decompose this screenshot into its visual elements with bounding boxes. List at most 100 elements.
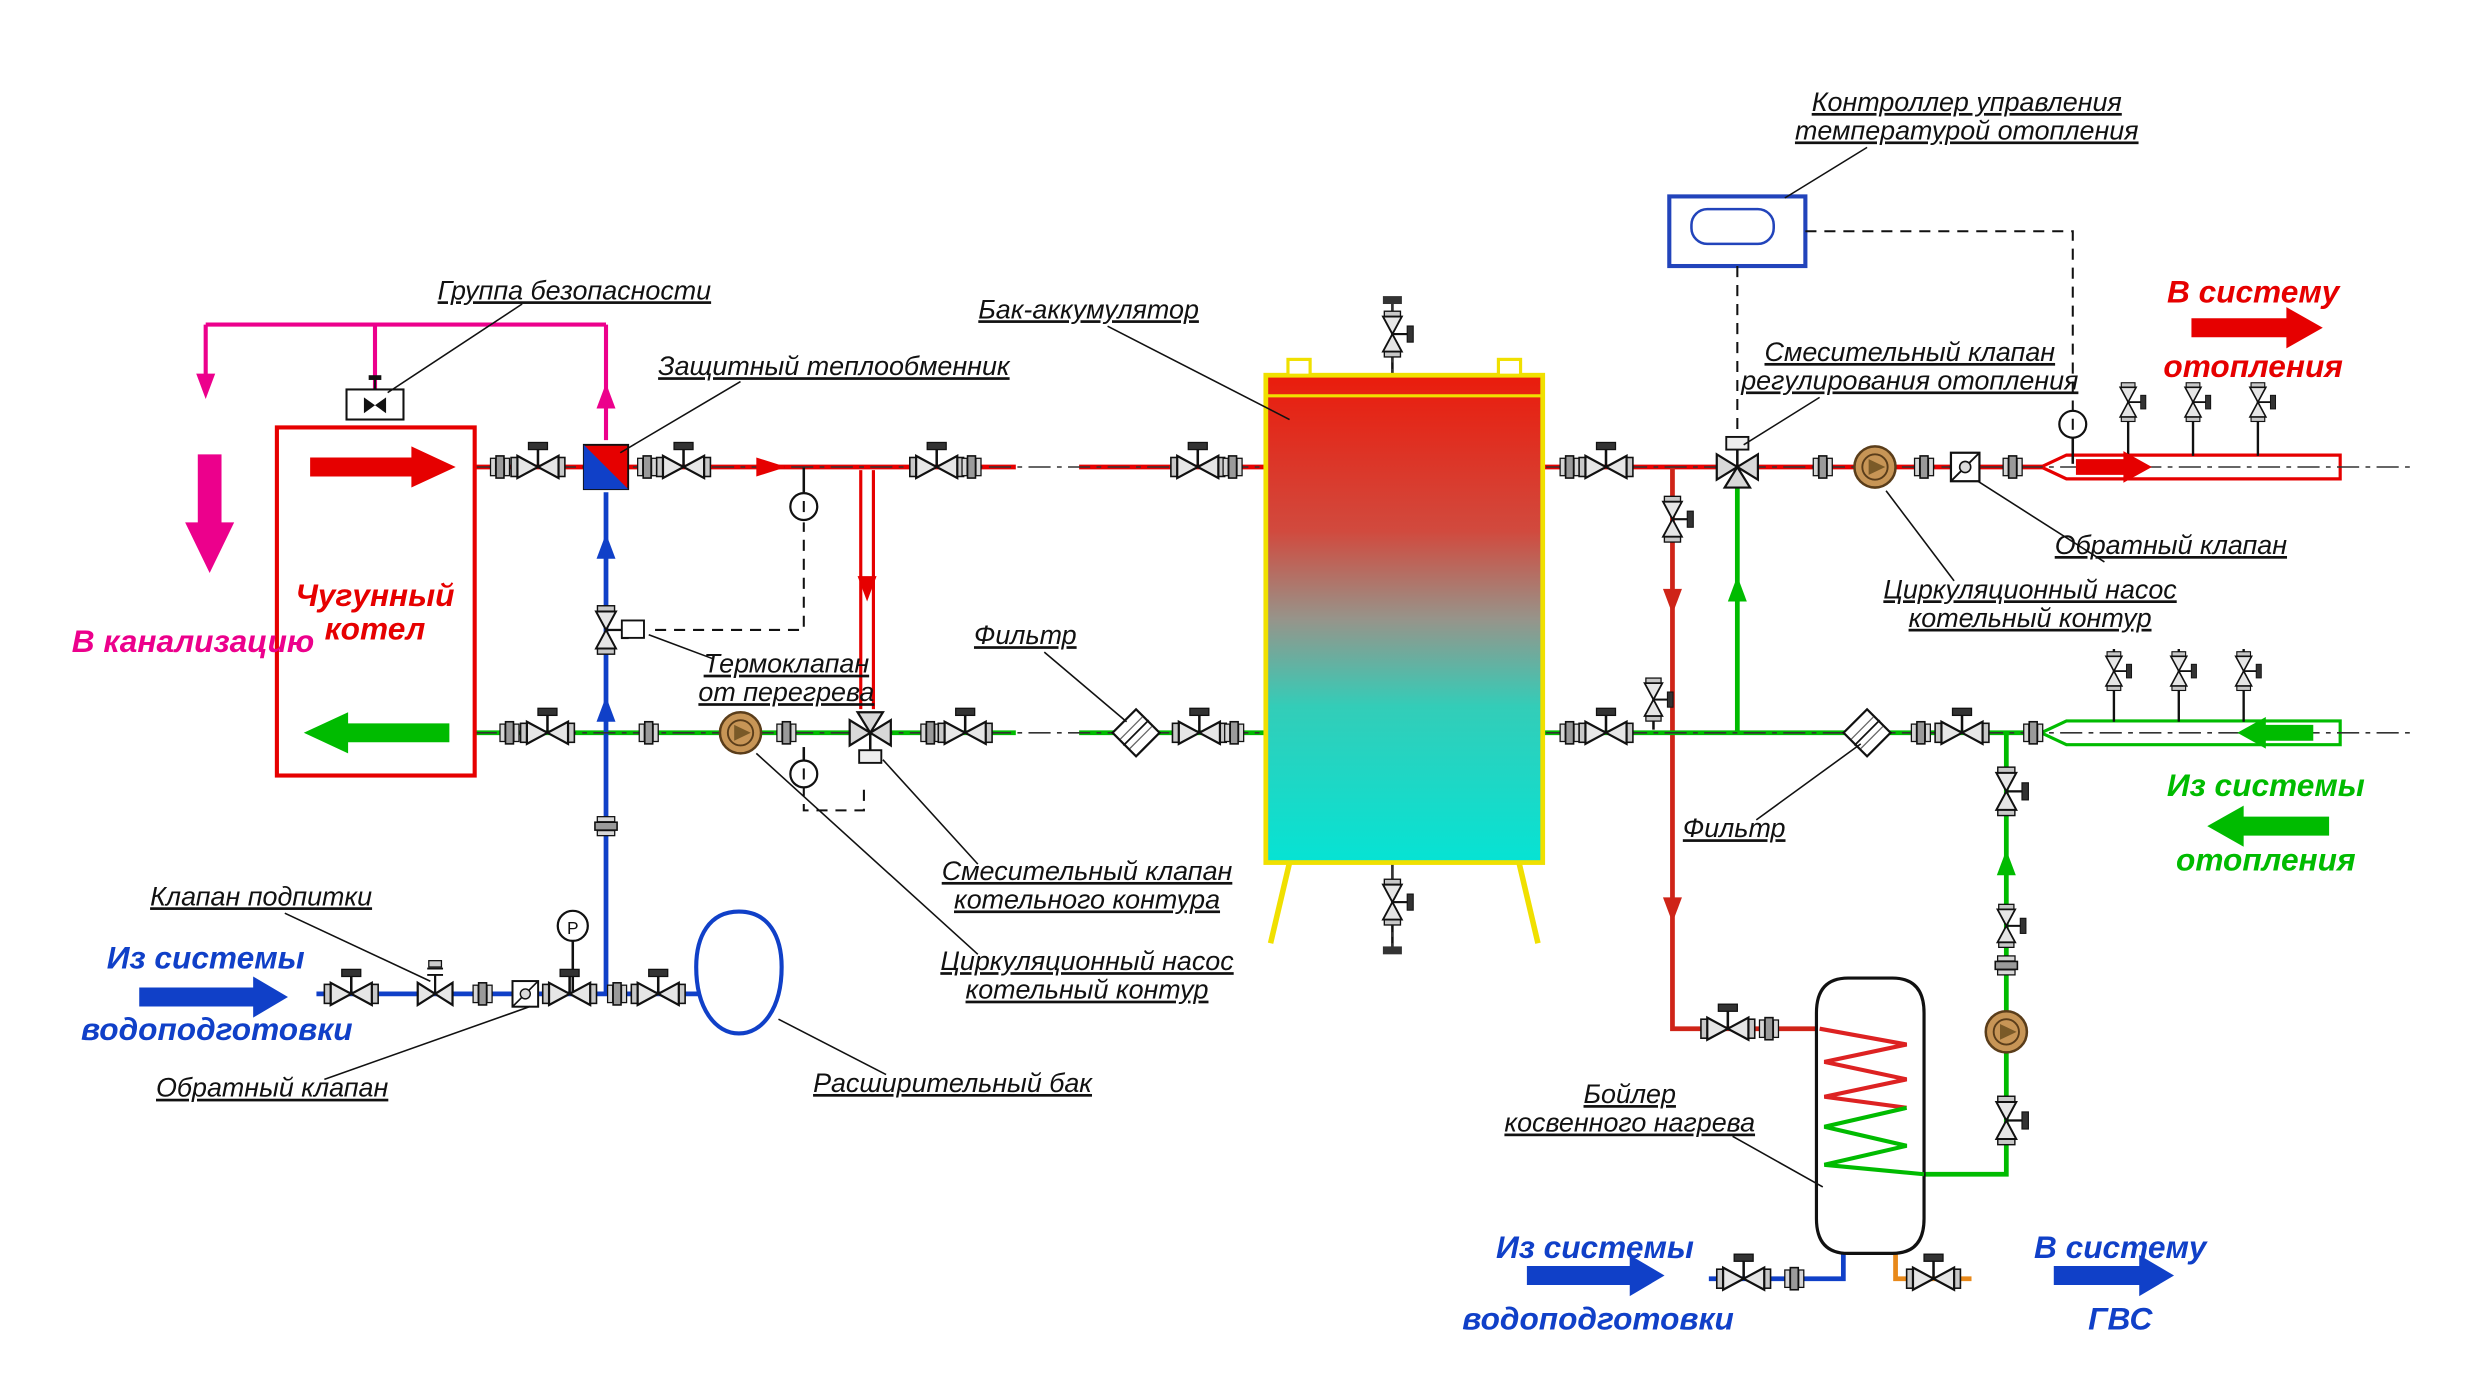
coil-hot-section (1819, 1026, 1908, 1110)
label-to-heating-2: отопления (2163, 348, 2343, 384)
return-pipe (474, 487, 2045, 1177)
sewer-block-arrow (185, 454, 235, 574)
text-labels: Группа безопасности В канализацию Чугунн… (72, 87, 2365, 1336)
ball-valve-icon (655, 441, 712, 480)
ball-valve-icon (509, 441, 567, 480)
union-icon (776, 720, 797, 745)
ball-valve-icon (630, 968, 687, 1007)
dhw-outlet-arrow (2053, 1254, 2175, 1297)
union-icon (961, 455, 982, 479)
flow-arrow (1662, 897, 1682, 923)
union-icon (1223, 720, 1245, 745)
pump-icon (1984, 1010, 2029, 1054)
thermometer-icon (2058, 409, 2088, 439)
flow-arrow (596, 533, 616, 559)
ball-valve-icon (2119, 381, 2147, 423)
label-to-heating-1: В систему (2167, 273, 2341, 309)
cast-iron-boiler (274, 425, 477, 778)
pressure-gauge-icon (556, 909, 589, 942)
union-icon (499, 720, 520, 745)
label-to-sewer: В канализацию (72, 623, 315, 659)
supply-risers (2119, 381, 2277, 456)
temperature-controller (1667, 194, 1808, 269)
label-pump-right-1: Циркуляционный насос (1883, 574, 2177, 604)
sewer-pipe (203, 322, 609, 441)
flow-arrow (1662, 588, 1682, 615)
ball-valve-icon (1381, 310, 1415, 359)
label-from-water2-2: водоподготовки (1462, 1300, 1734, 1336)
to-heating-arrow (2191, 307, 2323, 349)
boiler-supply-arrow (310, 446, 456, 488)
return-risers (2105, 648, 2263, 722)
leader-lines (284, 146, 2105, 1188)
flow-arrow (2075, 451, 2152, 483)
safety-group (345, 375, 405, 421)
check-valve-icon (1949, 451, 1981, 483)
union-icon (1812, 455, 1834, 479)
flow-arrow (1727, 576, 1747, 602)
fittings (323, 310, 2277, 1292)
tank-nozzle-right (1496, 357, 1523, 377)
mixing-valve-icon (848, 710, 893, 765)
makeup-valve-icon (416, 959, 454, 1007)
flow-arrows (139, 307, 2330, 1297)
label-accumulator: Бак-аккумулятор (978, 294, 1199, 324)
label-boiler-2: котел (325, 610, 426, 646)
label-from-water-2: водоподготовки (81, 1011, 353, 1047)
union-icon (636, 455, 658, 479)
label-pump-left-1: Циркуляционный насос (940, 946, 1234, 976)
cold-inlet-arrow (1526, 1254, 1665, 1297)
union-icon (2022, 720, 2044, 745)
ball-valve-icon (1171, 707, 1228, 746)
ball-valve-icon (2105, 650, 2133, 692)
label-mix-heating-2: регулирования отопления (1740, 365, 2078, 395)
label-makeup-valve: Клапан подпитки (150, 881, 372, 911)
ball-valve-icon (908, 441, 965, 480)
label-controller-1: Контроллер управления (1812, 87, 2122, 117)
ball-valve-icon (2169, 650, 2198, 692)
ball-valve-icon (1169, 441, 1226, 480)
label-check-right: Обратный клапан (2055, 530, 2288, 560)
union-icon (2002, 455, 2023, 479)
union-icon (606, 982, 628, 1006)
flow-arrow (596, 696, 616, 722)
tank-bottom-cap (1382, 946, 1402, 955)
label-check-left: Обратный клапан (156, 1073, 389, 1103)
ball-valve-icon (1715, 1252, 1772, 1292)
label-to-dhw-2: ГВС (2088, 1300, 2153, 1336)
control-wiring (655, 230, 2074, 812)
flow-arrow (196, 373, 216, 399)
ball-valve-icon (1381, 878, 1415, 927)
union-icon (594, 815, 618, 837)
expansion-tank (694, 909, 784, 1036)
label-dhw-boiler-2: косвенного нагрева (1504, 1108, 1755, 1138)
from-heating-arrow (2207, 805, 2330, 847)
union-icon (1559, 720, 1580, 745)
pump-icon (718, 710, 763, 755)
ball-valve-icon (1577, 441, 1635, 480)
union-icon (638, 720, 660, 745)
protective-heat-exchanger (582, 443, 630, 491)
label-from-heating-2: отопления (2176, 841, 2356, 877)
ball-valve-icon (2184, 381, 2212, 423)
ball-valve-icon (1933, 707, 1991, 746)
pump-icon (1853, 445, 1897, 489)
union-icon (1913, 455, 1935, 479)
filter-icon (1842, 708, 1892, 758)
label-boiler-1: Чугунный (296, 577, 455, 613)
ball-valve-icon (1699, 1002, 1757, 1042)
flow-arrow (756, 457, 787, 477)
label-mix-heating-1: Смесительный клапан (1765, 337, 2056, 367)
union-icon (1784, 1266, 1805, 1291)
makeup-inlet-arrow (139, 976, 288, 1018)
union-icon (1910, 720, 1932, 745)
ball-valve-icon (1995, 766, 2030, 817)
flow-arrow (857, 576, 877, 602)
safety-valve-icon (1996, 903, 2027, 949)
ball-valve-icon (1661, 495, 1695, 544)
thermometer-icon (789, 491, 819, 522)
label-safety-group: Группа безопасности (438, 275, 712, 305)
label-from-water2-1: Из системы (1496, 1229, 1694, 1265)
